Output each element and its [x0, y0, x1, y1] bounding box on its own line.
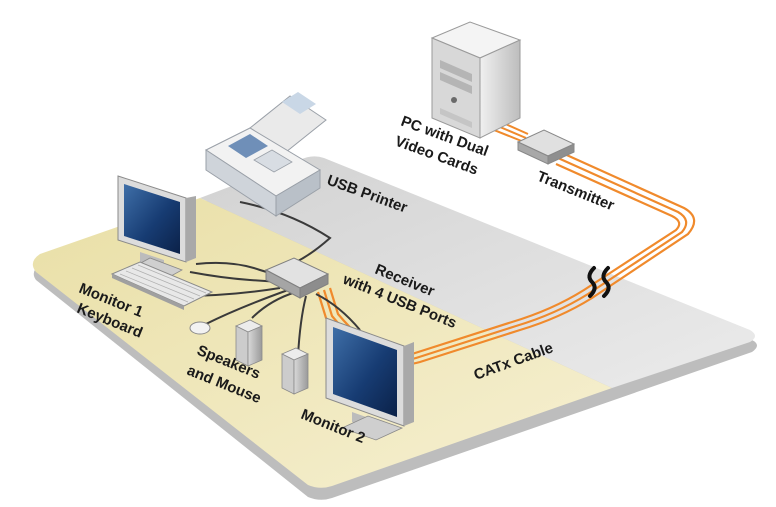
speaker-left-icon — [235, 319, 263, 367]
label-transmitter: Transmitter — [535, 168, 617, 214]
transmitter-icon — [516, 129, 576, 165]
keyboard-icon — [110, 261, 214, 310]
mouse-icon — [189, 321, 211, 335]
platform-gray-zone — [200, 156, 755, 388]
usb-printer-icon — [204, 92, 327, 217]
receiver-icon — [264, 257, 330, 299]
pc-tower-icon — [430, 21, 522, 139]
speaker-right-icon — [281, 347, 309, 395]
cable-break-icon — [587, 266, 611, 298]
monitor-2-icon — [325, 317, 414, 441]
